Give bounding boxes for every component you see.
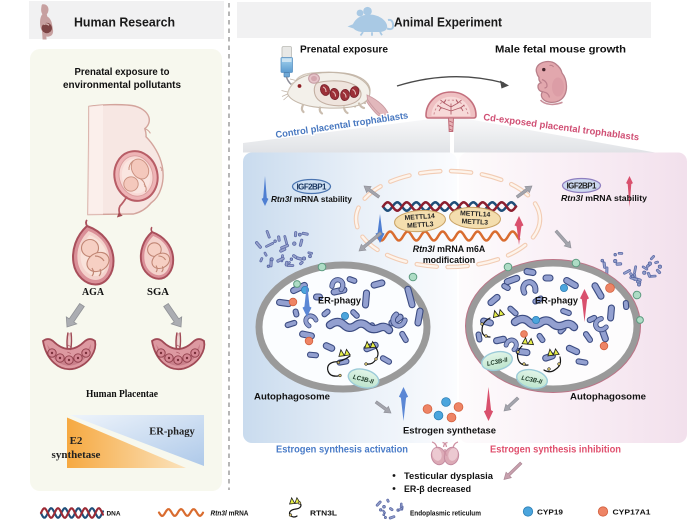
svg-text:Rtn3l mRNA stability: Rtn3l mRNA stability: [271, 194, 352, 204]
svg-text:SGA: SGA: [147, 286, 169, 298]
svg-text:Autophagosome: Autophagosome: [254, 392, 330, 403]
svg-text:environmental pollutants: environmental pollutants: [63, 80, 181, 91]
svg-text:modification: modification: [423, 255, 475, 265]
svg-text:Male fetal mouse growth: Male fetal mouse growth: [495, 44, 626, 56]
svg-text:METTL3: METTL3: [461, 218, 488, 226]
svg-text:Rtn3l mRNA stability: Rtn3l mRNA stability: [561, 193, 647, 203]
svg-text:Rtn3l mRNA: Rtn3l mRNA: [211, 511, 249, 518]
svg-text:LC3B-II: LC3B-II: [521, 375, 543, 386]
svg-text:Estrogen synthesis inhibition: Estrogen synthesis inhibition: [490, 445, 621, 456]
svg-text:RTN3L: RTN3L: [310, 511, 338, 518]
svg-text:METTL14: METTL14: [404, 213, 435, 222]
svg-text:METTL3: METTL3: [407, 221, 434, 230]
svg-text:Prenatal exposure to: Prenatal exposure to: [75, 67, 170, 78]
svg-text:IGF2BP1: IGF2BP1: [297, 183, 328, 192]
svg-text:Estrogen synthesis activation: Estrogen synthesis activation: [276, 445, 408, 456]
svg-text:METTL14: METTL14: [460, 210, 491, 219]
svg-text:ER-β decreased: ER-β decreased: [404, 484, 471, 494]
svg-text:Human Placentae: Human Placentae: [86, 388, 158, 400]
svg-text:CYP17A1: CYP17A1: [613, 510, 651, 517]
svg-text:Rtn3l mRNA m6A: Rtn3l mRNA m6A: [413, 244, 486, 254]
svg-text:ER-phagy: ER-phagy: [535, 296, 579, 307]
svg-text:AGA: AGA: [82, 286, 104, 298]
svg-text:Estrogen synthetase: Estrogen synthetase: [403, 426, 496, 437]
svg-text:Human Research: Human Research: [74, 16, 175, 30]
svg-text:E2: E2: [70, 435, 83, 447]
svg-text:LC3B-II: LC3B-II: [486, 357, 508, 368]
svg-text:LC3B-II: LC3B-II: [352, 374, 374, 386]
svg-text:Animal Experiment: Animal Experiment: [394, 16, 503, 30]
svg-text:DNA: DNA: [107, 511, 121, 518]
svg-text:Testicular dysplasia: Testicular dysplasia: [404, 471, 494, 481]
svg-text:ER-phagy: ER-phagy: [149, 427, 195, 438]
svg-text:Endoplasmic reticulum: Endoplasmic reticulum: [410, 511, 481, 518]
svg-text:Prenatal exposure: Prenatal exposure: [300, 45, 388, 56]
svg-text:Autophagosome: Autophagosome: [570, 392, 646, 403]
svg-text:IGF2BP1: IGF2BP1: [567, 182, 598, 191]
svg-text:CYP19: CYP19: [537, 510, 563, 517]
svg-text:synthetase: synthetase: [52, 449, 101, 461]
svg-text:ER-phagy: ER-phagy: [318, 296, 362, 307]
